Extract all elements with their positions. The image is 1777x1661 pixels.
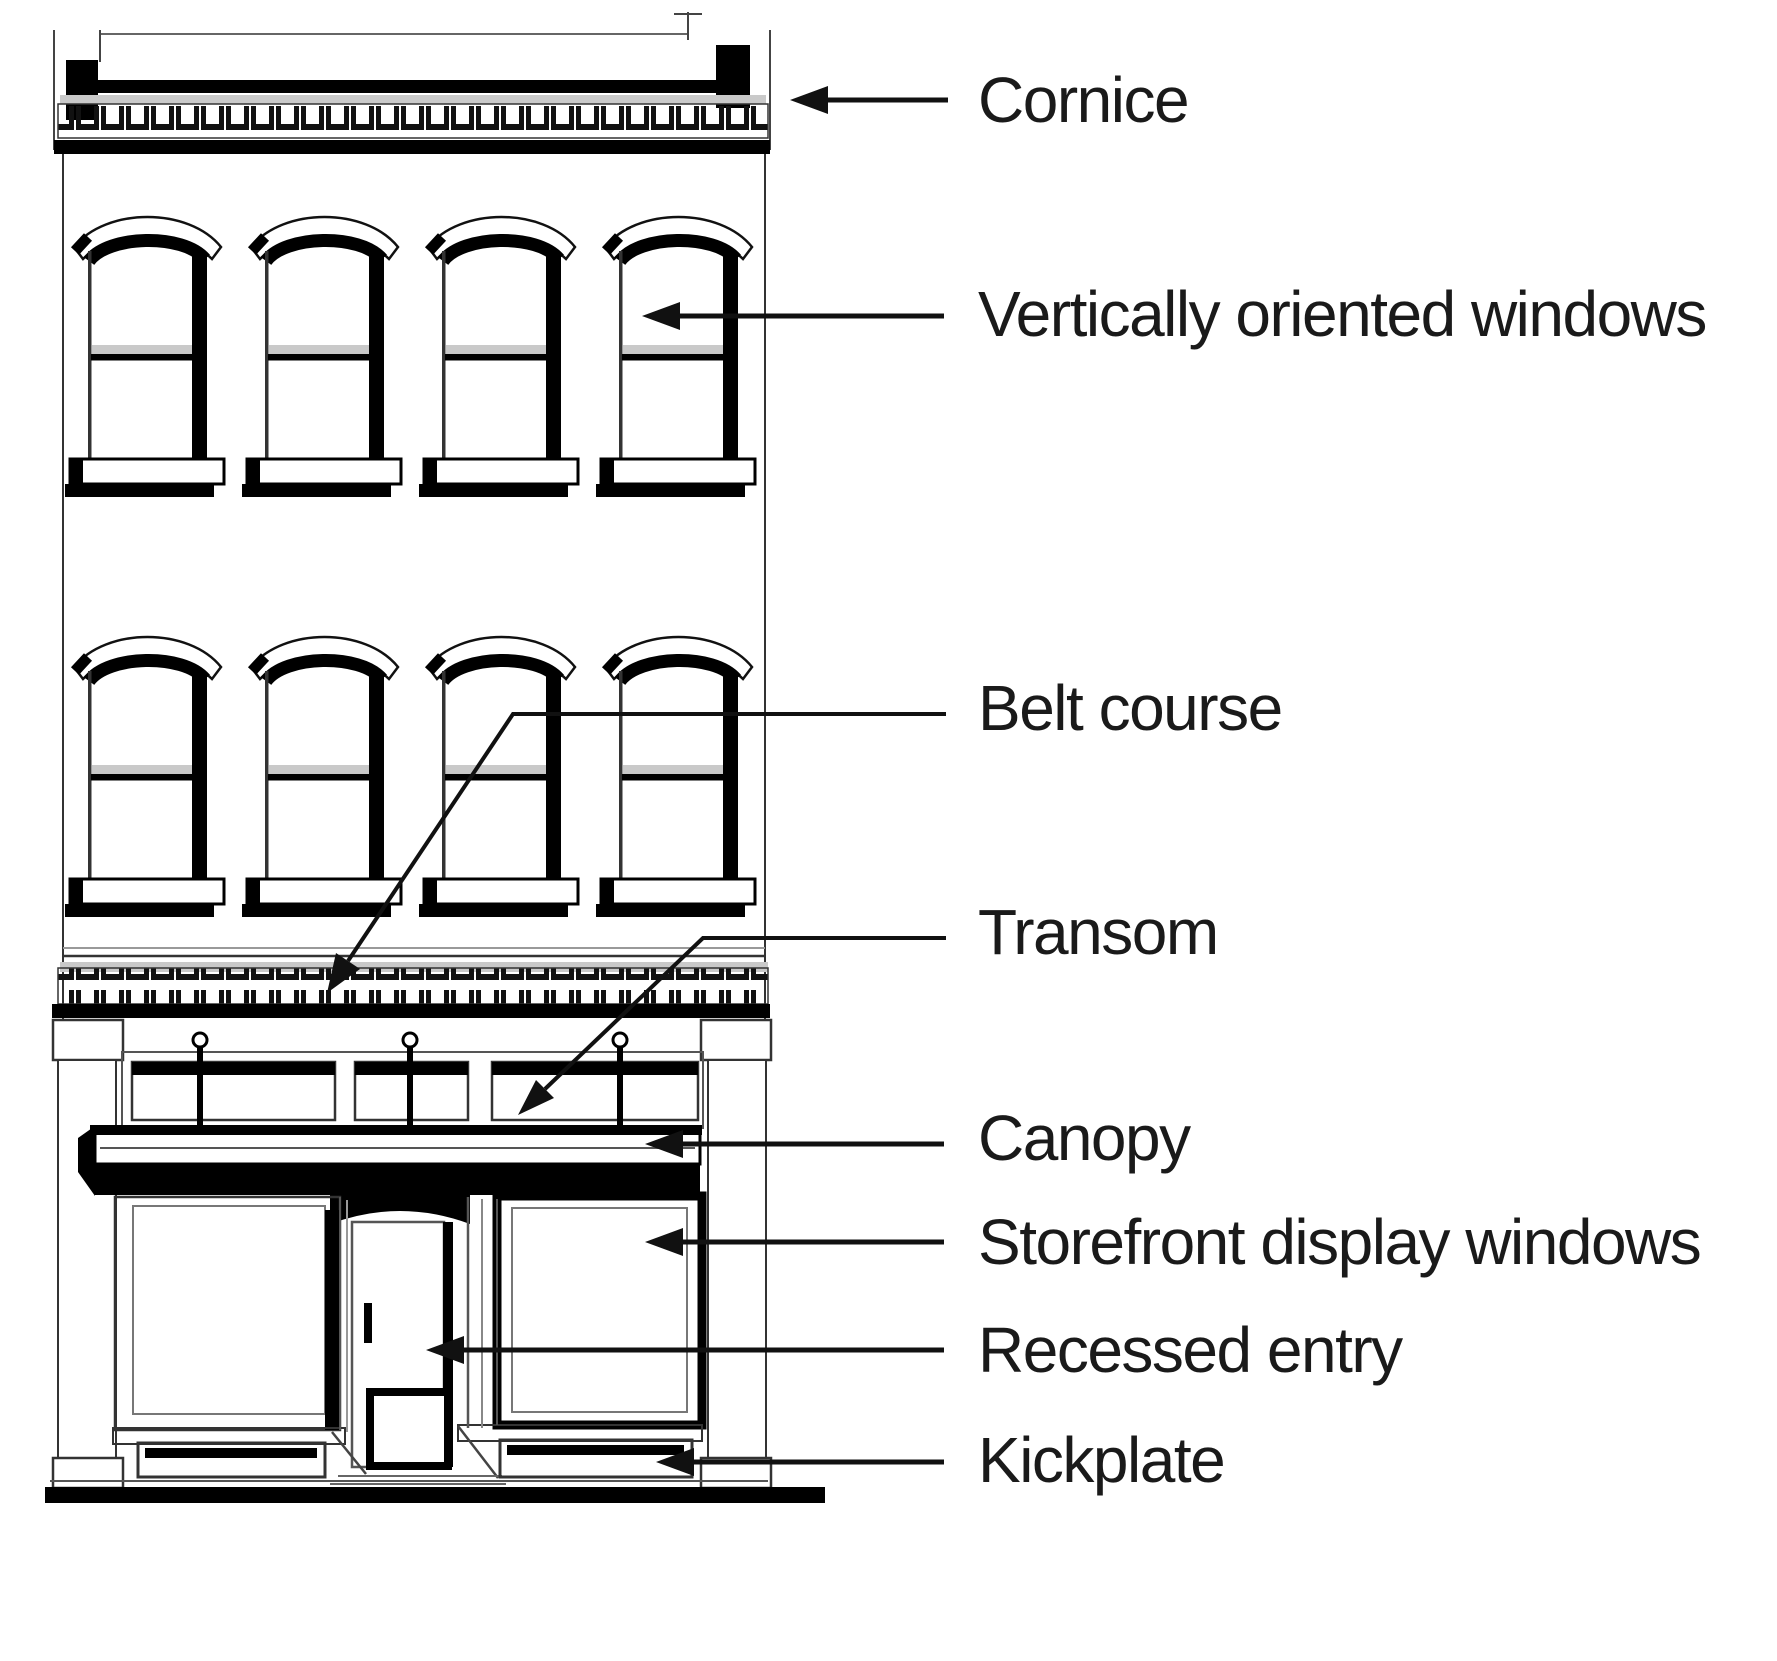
- arrow-canopy: [645, 1130, 944, 1158]
- canopy: [78, 1125, 702, 1224]
- label-canopy: Canopy: [978, 1102, 1191, 1174]
- arrow-vertically-oriented-windows: [642, 302, 944, 330]
- arrow-recessed-entry: [426, 1336, 944, 1364]
- arrow-belt-course: [327, 712, 946, 993]
- arrow-storefront-display-windows: [645, 1228, 944, 1256]
- door-kick-panel: [366, 1388, 452, 1470]
- window: [242, 637, 401, 917]
- storefront: [51, 1018, 773, 1490]
- label-vertically-oriented-windows: Vertically oriented windows: [978, 278, 1707, 350]
- left-display-window: [112, 1195, 346, 1445]
- label-belt-course: Belt course: [978, 672, 1283, 744]
- label-recessed-entry: Recessed entry: [978, 1314, 1403, 1386]
- right-pilaster: [699, 1018, 773, 1490]
- arrow-cornice: [790, 86, 948, 114]
- transom-window: [130, 1060, 337, 1122]
- cornice: [53, 12, 771, 154]
- window: [596, 637, 755, 917]
- canopy-tie-rods: [191, 1031, 629, 1128]
- ground-line: [45, 1480, 825, 1503]
- arrow-transom: [518, 936, 946, 1115]
- left-kickplate: [136, 1441, 327, 1479]
- window: [419, 637, 578, 917]
- entry-header-shadow: [330, 1193, 470, 1224]
- window: [419, 217, 578, 497]
- belt-course: [52, 947, 770, 1018]
- upper-windows-row-1: [65, 217, 755, 497]
- label-kickplate: Kickplate: [978, 1424, 1226, 1496]
- window: [65, 217, 224, 497]
- window: [242, 217, 401, 497]
- door-handle: [364, 1303, 372, 1343]
- arrow-kickplate: [656, 1448, 944, 1476]
- label-cornice: Cornice: [978, 64, 1190, 136]
- window: [596, 217, 755, 497]
- label-storefront-display-windows: Storefront display windows: [978, 1206, 1702, 1278]
- right-display-window: [457, 1191, 707, 1442]
- label-transom: Transom: [978, 896, 1219, 968]
- left-pilaster: [51, 1018, 125, 1490]
- right-kickplate: [498, 1438, 694, 1479]
- upper-windows-row-2: [65, 637, 755, 917]
- window: [65, 637, 224, 917]
- transom-window: [490, 1060, 700, 1122]
